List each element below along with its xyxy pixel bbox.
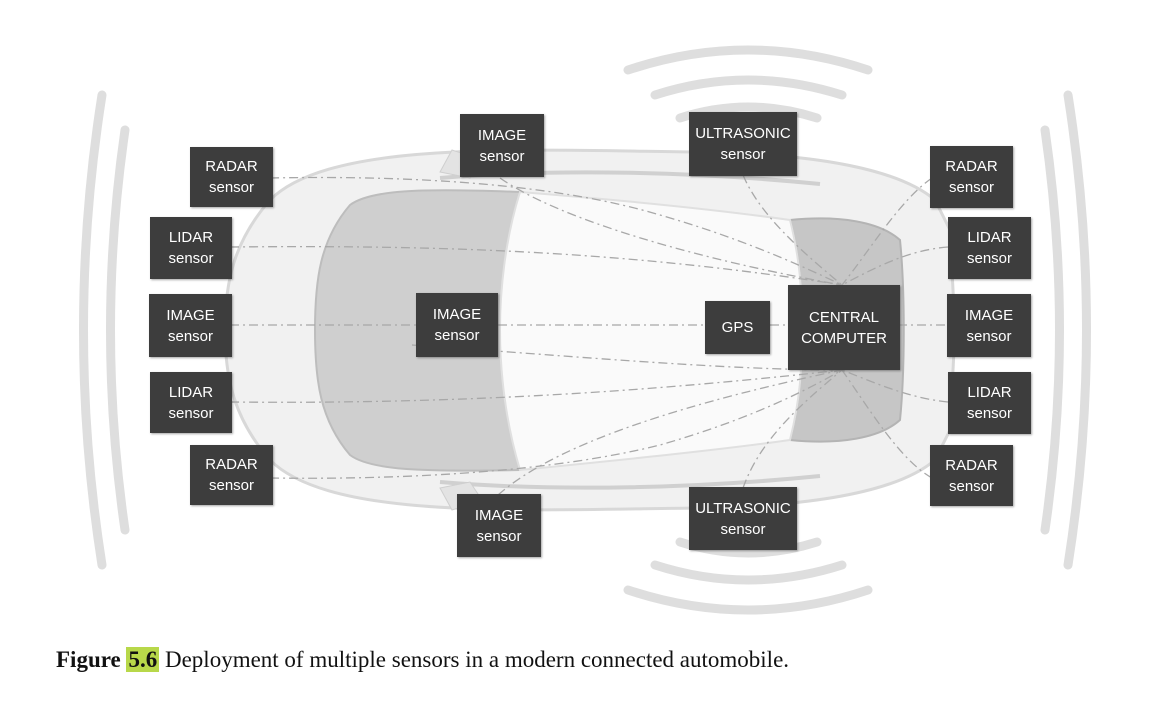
radar-sensor-rear-left: RADAR sensor [190, 445, 273, 505]
node-label: LIDAR [967, 229, 1012, 246]
node-sublabel: sensor [948, 179, 995, 196]
node-sublabel: sensor [167, 327, 214, 345]
image-sensor-right: IMAGE sensor [947, 294, 1031, 357]
radar-sensor-front-left: RADAR sensor [190, 147, 273, 207]
node-sublabel: sensor [479, 147, 525, 165]
node-label: RADAR [945, 456, 998, 474]
node-sublabel: sensor [720, 146, 766, 163]
node-label: IMAGE [964, 306, 1014, 324]
node-label: LIDAR [168, 383, 214, 401]
caption-text: Deployment of multiple sensors in a mode… [164, 647, 790, 672]
node-sublabel: sensor [434, 327, 480, 344]
gps-module: GPS [705, 301, 770, 354]
ultrasonic-sensor-bottom: ULTRASONIC sensor [689, 487, 797, 550]
node-sublabel: sensor [476, 527, 522, 545]
node-label: RADAR [945, 158, 998, 175]
caption-label: Figure [56, 647, 121, 672]
node-label: IMAGE [166, 306, 215, 324]
node-sublabel: sensor [966, 405, 1013, 422]
node-label: LIDAR [967, 384, 1012, 401]
node-sublabel: sensor [208, 477, 255, 494]
node-sublabel: COMPUTER [801, 329, 887, 347]
node-label: IMAGE [474, 506, 524, 524]
image-sensor-top: IMAGE sensor [460, 114, 544, 177]
node-label: RADAR [205, 456, 258, 473]
node-sublabel: sensor [168, 250, 214, 267]
lidar-sensor-right-lower: LIDAR sensor [948, 372, 1031, 434]
figure-caption: Figure 5.6 Deployment of multiple sensor… [56, 647, 789, 673]
image-sensor-left: IMAGE sensor [149, 294, 232, 357]
radar-sensor-right-top: RADAR sensor [930, 146, 1013, 208]
node-label: IMAGE [477, 126, 527, 144]
node-label: RADAR [205, 158, 258, 175]
image-sensor-center: IMAGE sensor [416, 293, 498, 357]
node-label: ULTRASONIC [695, 499, 791, 517]
node-sublabel: sensor [948, 477, 995, 495]
image-sensor-bottom: IMAGE sensor [457, 494, 541, 557]
node-label: CENTRAL [808, 308, 879, 326]
node-sublabel: sensor [208, 179, 255, 196]
node-label: IMAGE [432, 306, 482, 323]
node-label: ULTRASONIC [695, 125, 791, 142]
sensor-diagram: RADAR sensor LIDAR sensor IMAGE sensor L… [79, 45, 1091, 615]
caption-number[interactable]: 5.6 [126, 647, 160, 672]
node-sublabel: sensor [168, 404, 214, 422]
lidar-sensor-right-upper: LIDAR sensor [948, 217, 1031, 279]
ultrasonic-sensor-top: ULTRASONIC sensor [689, 112, 797, 176]
lidar-sensor-left-lower: LIDAR sensor [150, 372, 232, 433]
node-sublabel: sensor [720, 520, 766, 538]
lidar-sensor-left-upper: LIDAR sensor [150, 217, 232, 279]
central-computer: CENTRAL COMPUTER [788, 285, 900, 370]
radar-sensor-right-bottom: RADAR sensor [930, 445, 1013, 506]
node-sublabel: sensor [966, 327, 1012, 345]
node-label: LIDAR [168, 229, 214, 246]
node-label: GPS [721, 319, 754, 336]
node-sublabel: sensor [966, 250, 1013, 267]
